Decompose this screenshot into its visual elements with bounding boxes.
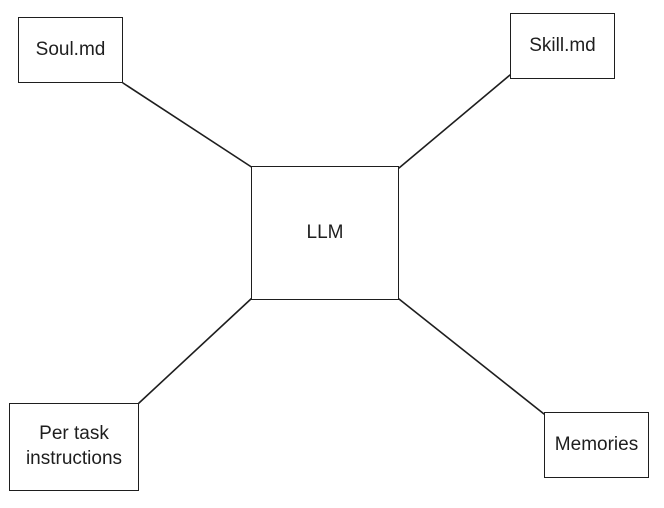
- node-llm: LLM: [251, 166, 399, 300]
- node-label: Per task instructions: [25, 423, 123, 469]
- center-label: LLM: [306, 221, 344, 243]
- node-skill-md: Skill.md: [510, 13, 615, 79]
- edge-soul-llm: [122, 82, 254, 169]
- edge-skill-llm: [398, 74, 511, 169]
- node-soul-md: Soul.md: [18, 17, 123, 83]
- node-label: Skill.md: [529, 34, 596, 56]
- edge-memories-llm: [398, 298, 545, 415]
- edge-per-task-llm: [138, 297, 253, 404]
- node-label: Soul.md: [35, 38, 106, 60]
- node-memories: Memories: [544, 412, 649, 478]
- node-per-task-instructions: Per task instructions: [9, 403, 139, 491]
- node-label: Memories: [554, 433, 639, 455]
